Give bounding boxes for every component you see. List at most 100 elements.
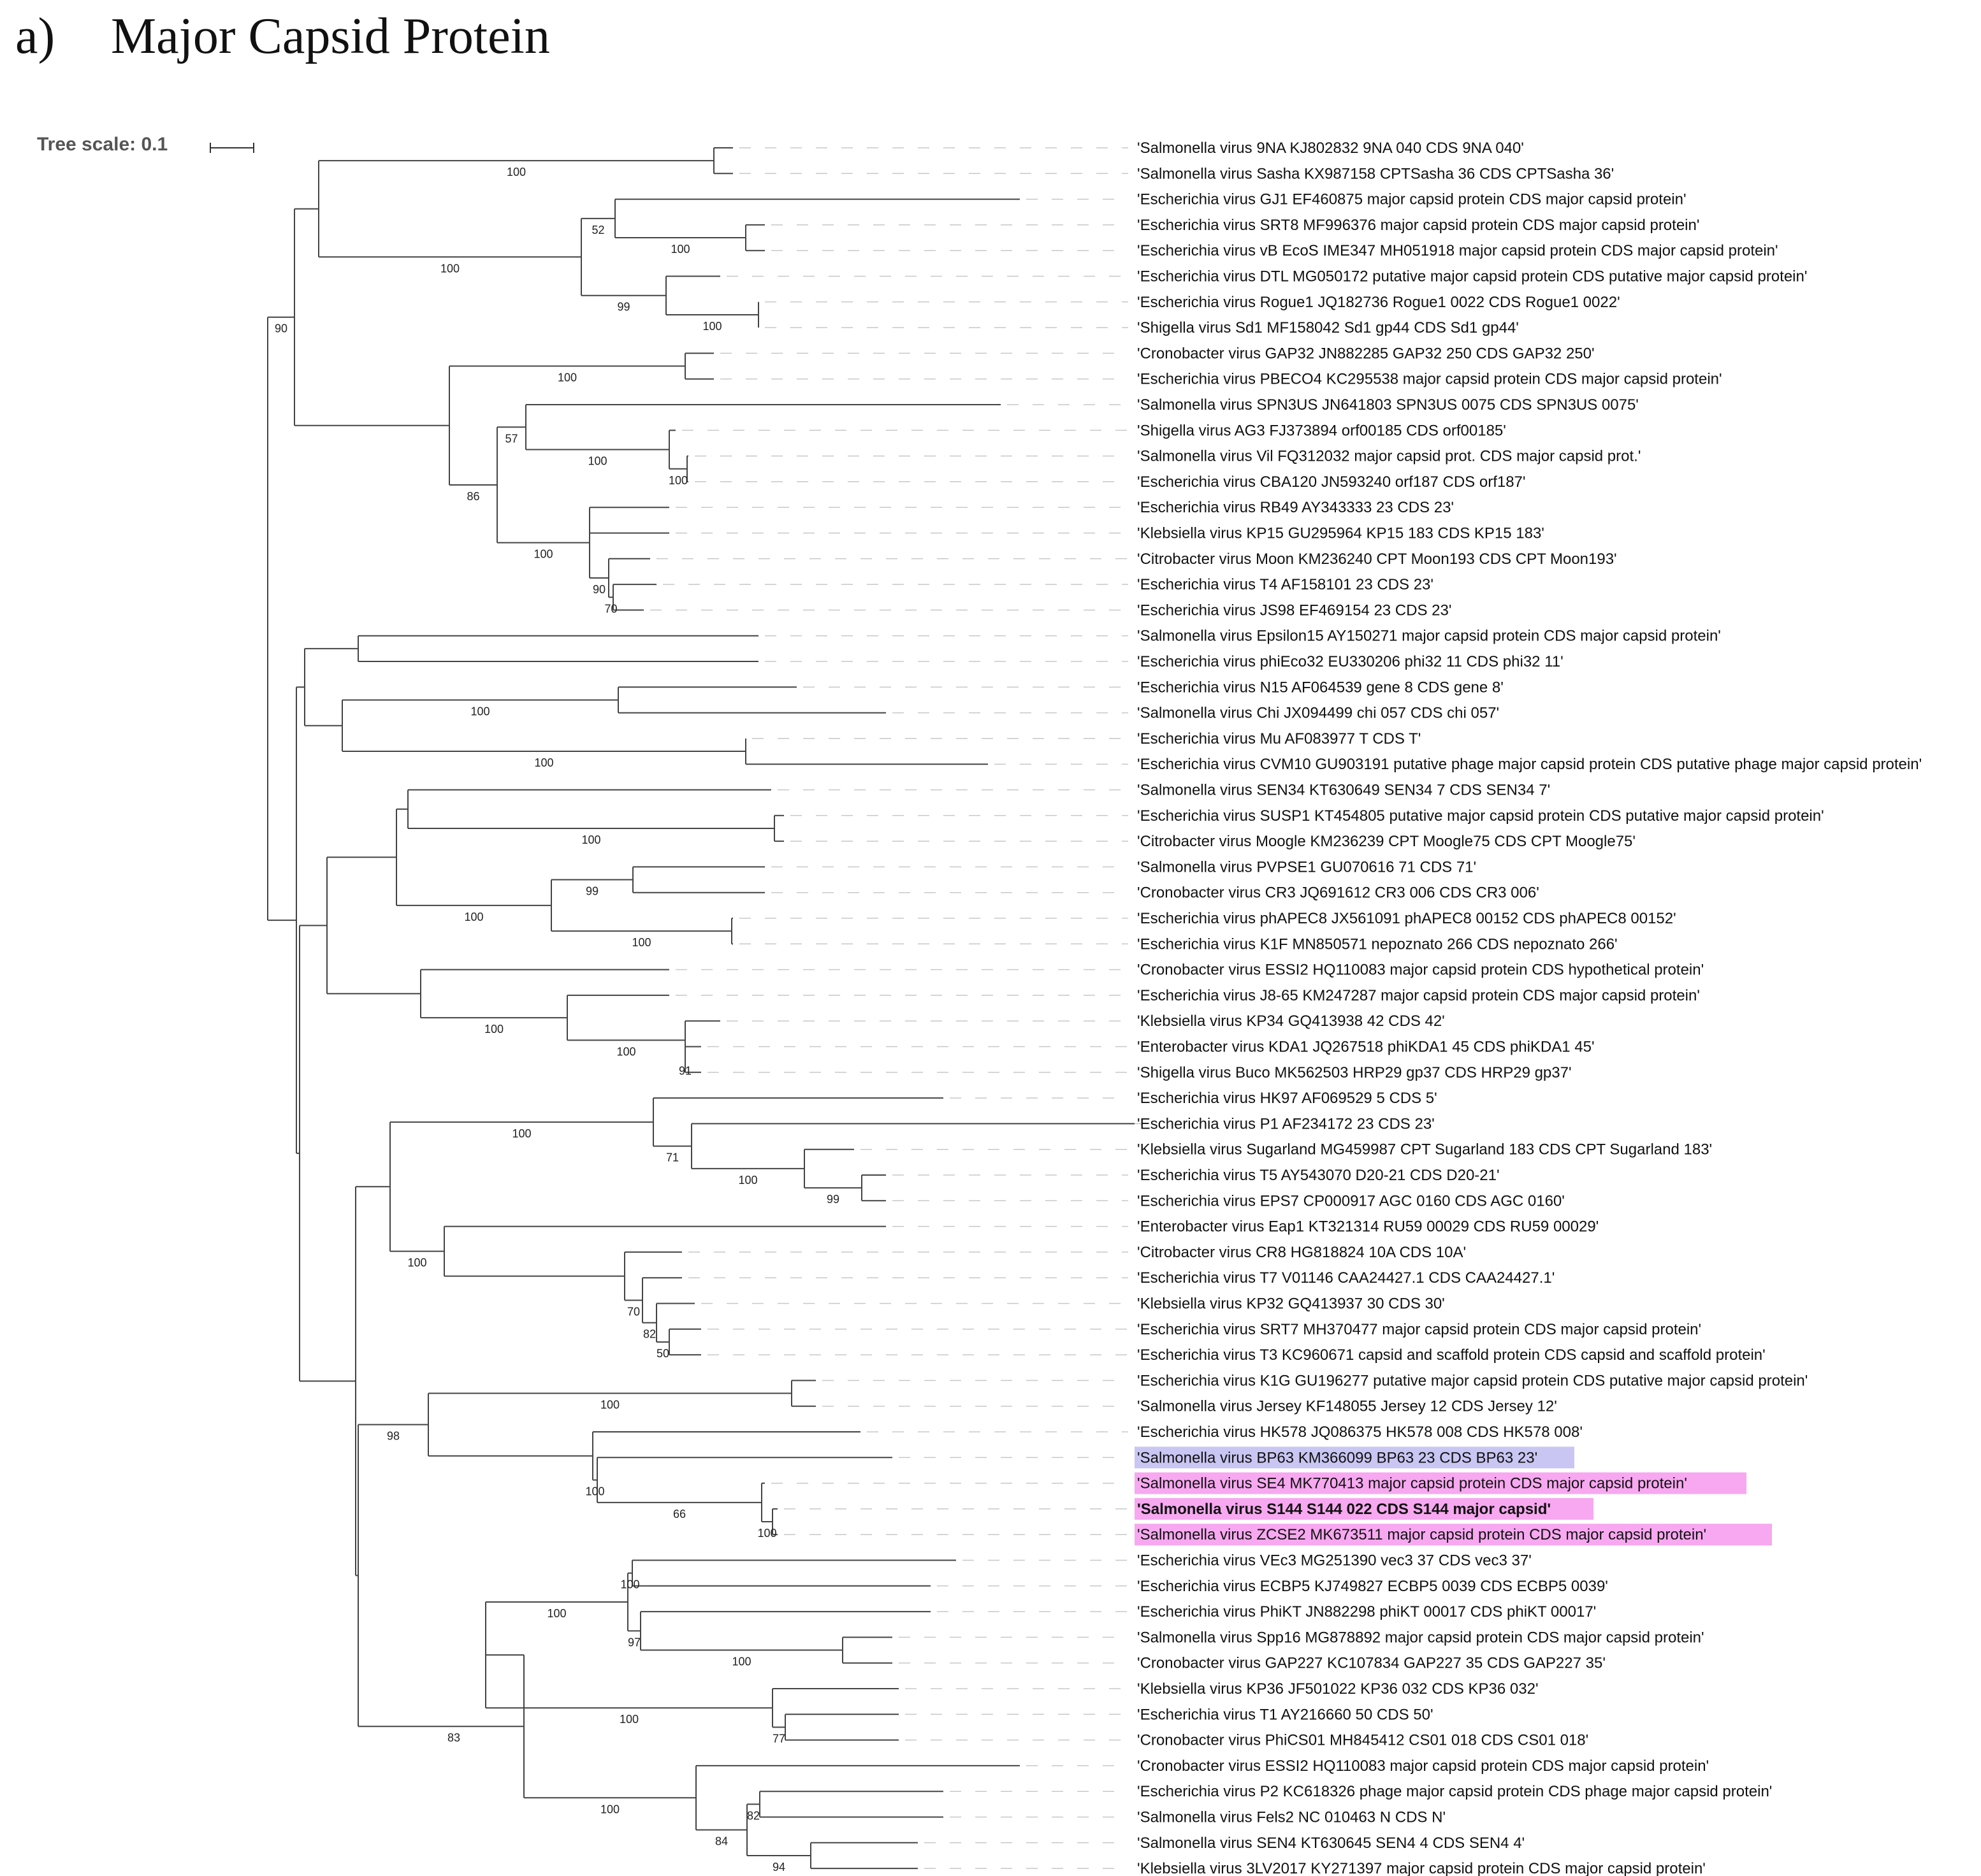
leaf-label: 'Escherichia virus CVM10 GU903191 putati… <box>1137 756 1922 773</box>
bootstrap-value: 91 <box>679 1065 692 1078</box>
leaf-label: 'Cronobacter virus PhiCS01 MH845412 CS01… <box>1137 1732 1588 1749</box>
leaf-label: 'Klebsiella virus KP36 JF501022 KP36 032… <box>1137 1680 1539 1698</box>
leaf-label: 'Cronobacter virus CR3 JQ691612 CR3 006 … <box>1137 884 1539 902</box>
bootstrap-value: 100 <box>702 320 722 333</box>
leaf-label: 'Escherichia virus T5 AY543070 D20-21 CD… <box>1137 1167 1500 1184</box>
bootstrap-value: 100 <box>470 705 490 718</box>
bootstrap-value: 100 <box>547 1607 566 1620</box>
leaf-label: 'Escherichia virus T7 V01146 CAA24427.1 … <box>1137 1269 1555 1287</box>
leaf-label: 'Escherichia virus RB49 AY343333 23 CDS … <box>1137 499 1454 516</box>
bootstrap-value: 90 <box>593 583 606 596</box>
figure-title-text: Major Capsid Protein <box>111 8 550 64</box>
bootstrap-value: 90 <box>275 322 287 335</box>
leaf-label: 'Escherichia virus phAPEC8 JX561091 phAP… <box>1137 910 1676 927</box>
bootstrap-value: 99 <box>827 1193 839 1206</box>
leaf-label: 'Salmonella virus Jersey KF148055 Jersey… <box>1137 1398 1557 1415</box>
leaf-label: 'Escherichia virus ECBP5 KJ749827 ECBP5 … <box>1137 1578 1608 1595</box>
leaf-label: 'Cronobacter virus ESSI2 HQ110083 major … <box>1137 962 1704 979</box>
leaf-label: 'Citrobacter virus CR8 HG818824 10A CDS … <box>1137 1244 1466 1261</box>
leaf-label: 'Salmonella virus S144 S144 022 CDS S144… <box>1137 1501 1551 1518</box>
leaf-label: 'Escherichia virus vB EcoS IME347 MH0519… <box>1137 242 1778 259</box>
leaf-label: 'Klebsiella virus KP32 GQ413937 30 CDS 3… <box>1137 1295 1445 1313</box>
bootstrap-value: 100 <box>620 1713 639 1726</box>
bootstrap-value: 82 <box>747 1809 760 1822</box>
tree-branches <box>267 147 1135 1870</box>
bootstrap-value: 100 <box>533 548 553 561</box>
bootstrap-value: 100 <box>732 1656 751 1668</box>
bootstrap-value: 100 <box>757 1527 776 1540</box>
bootstrap-value: 100 <box>600 1803 620 1815</box>
highlight-blue <box>1135 1447 1574 1469</box>
highlight-pink <box>1135 1524 1772 1546</box>
leaf-label: 'Salmonella virus BP63 KM366099 BP63 23 … <box>1137 1449 1537 1466</box>
leaf-label: 'Escherichia virus PhiKT JN882298 phiKT … <box>1137 1603 1596 1620</box>
bootstrap-value: 100 <box>581 833 600 846</box>
leaf-label: 'Escherichia virus J8-65 KM247287 major … <box>1137 987 1700 1004</box>
leaf-label: 'Shigella virus Buco MK562503 HRP29 gp37… <box>1137 1064 1572 1081</box>
bootstrap-value: 99 <box>617 301 630 314</box>
leaf-label: 'Cronobacter virus GAP32 JN882285 GAP32 … <box>1137 345 1595 362</box>
leaf-label: 'Salmonella virus Sasha KX987158 CPTSash… <box>1137 165 1614 182</box>
leaf-label: 'Salmonella virus Vil FQ312032 major cap… <box>1137 448 1641 465</box>
leaf-label: 'Escherichia virus SRT8 MF996376 major c… <box>1137 217 1699 234</box>
bootstrap-value: 100 <box>558 372 577 384</box>
leaf-label: 'Salmonella virus Epsilon15 AY150271 maj… <box>1137 628 1721 645</box>
leaf-highlights <box>1135 1447 1772 1546</box>
bootstrap-value: 100 <box>616 1045 635 1058</box>
bootstrap-value: 70 <box>627 1305 640 1318</box>
leaf-label: 'Cronobacter virus ESSI2 HQ110083 major … <box>1137 1757 1709 1775</box>
leaf-label: 'Salmonella virus ZCSE2 MK673511 major c… <box>1137 1526 1706 1543</box>
leaf-label: 'Shigella virus AG3 FJ373894 orf00185 CD… <box>1137 422 1506 439</box>
leaf-label: 'Escherichia virus HK578 JQ086375 HK578 … <box>1137 1424 1583 1441</box>
bootstrap-value: 100 <box>620 1578 639 1591</box>
leaf-label: 'Escherichia virus GJ1 EF460875 major ca… <box>1137 191 1687 208</box>
highlight-pink <box>1135 1497 1593 1520</box>
bootstrap-value: 97 <box>628 1636 641 1649</box>
leaf-label: 'Escherichia virus SUSP1 KT454805 putati… <box>1137 807 1824 825</box>
bootstrap-value: 50 <box>657 1347 669 1360</box>
bootstrap-value: 100 <box>440 262 460 275</box>
leaf-label: 'Escherichia virus PBECO4 KC295538 major… <box>1137 371 1722 388</box>
bootstrap-value: 100 <box>507 166 526 178</box>
leaf-label: 'Escherichia virus EPS7 CP000917 AGC 016… <box>1137 1192 1565 1209</box>
leaf-label: 'Klebsiella virus 3LV2017 KY271397 major… <box>1137 1860 1706 1876</box>
leaf-label: 'Escherichia virus T3 KC960671 capsid an… <box>1137 1346 1766 1364</box>
leaf-label: 'Escherichia virus JS98 EF469154 23 CDS … <box>1137 602 1451 619</box>
leaf-label: 'Escherichia virus DTL MG050172 putative… <box>1137 268 1807 285</box>
leaf-label: 'Salmonella virus Spp16 MG878892 major c… <box>1137 1629 1704 1646</box>
bootstrap-value: 100 <box>600 1399 620 1411</box>
tree-scale-label: Tree scale: 0.1 <box>37 134 168 155</box>
bootstrap-value: 100 <box>669 474 688 487</box>
bootstrap-value: 57 <box>505 432 518 445</box>
leaf-label: 'Citrobacter virus Moon KM236240 CPT Moo… <box>1137 551 1617 568</box>
leaf-label: 'Escherichia virus CBA120 JN593240 orf18… <box>1137 473 1525 491</box>
figure-title: a)Major Capsid Protein <box>15 8 550 66</box>
leaf-label: 'Escherichia virus HK97 AF069529 5 CDS 5… <box>1137 1090 1437 1107</box>
bootstrap-value: 100 <box>512 1127 531 1140</box>
leaf-label: 'Escherichia virus N15 AF064539 gene 8 C… <box>1137 679 1504 696</box>
bootstrap-value: 100 <box>484 1023 504 1035</box>
leaf-label: 'Salmonella virus Fels2 NC 010463 N CDS … <box>1137 1809 1446 1826</box>
leaf-label: 'Escherichia virus phiEco32 EU330206 phi… <box>1137 653 1564 670</box>
leaf-label: 'Escherichia virus T1 AY216660 50 CDS 50… <box>1137 1706 1433 1723</box>
bootstrap-value: 70 <box>604 602 617 615</box>
bootstrap-values: 1005210010099100100571001001009070869010… <box>275 166 839 1873</box>
leaf-label: 'Salmonella virus Chi JX094499 chi 057 C… <box>1137 705 1499 722</box>
leaf-label: 'Escherichia virus Rogue1 JQ182736 Rogue… <box>1137 294 1620 311</box>
leaf-label: 'Salmonella virus PVPSE1 GU070616 71 CDS… <box>1137 858 1476 876</box>
leaf-label: 'Cronobacter virus GAP227 KC107834 GAP22… <box>1137 1655 1606 1672</box>
bootstrap-value: 100 <box>588 455 607 468</box>
leaf-label: 'Shigella virus Sd1 MF158042 Sd1 gp44 CD… <box>1137 319 1519 336</box>
bootstrap-value: 100 <box>407 1257 426 1269</box>
bootstrap-value: 100 <box>632 936 651 949</box>
leaf-label: 'Enterobacter virus KDA1 JQ267518 phiKDA… <box>1137 1039 1595 1056</box>
bootstrap-value: 83 <box>447 1731 460 1744</box>
leaf-label: 'Klebsiella virus KP34 GQ413938 42 CDS 4… <box>1137 1013 1445 1030</box>
bootstrap-value: 100 <box>585 1485 604 1498</box>
tree-scale-bar <box>210 143 254 153</box>
leaf-label: 'Escherichia virus VEc3 MG251390 vec3 37… <box>1137 1552 1532 1569</box>
leaf-label: 'Escherichia virus SRT7 MH370477 major c… <box>1137 1321 1701 1338</box>
bootstrap-value: 52 <box>591 224 604 236</box>
bootstrap-value: 100 <box>464 911 483 923</box>
